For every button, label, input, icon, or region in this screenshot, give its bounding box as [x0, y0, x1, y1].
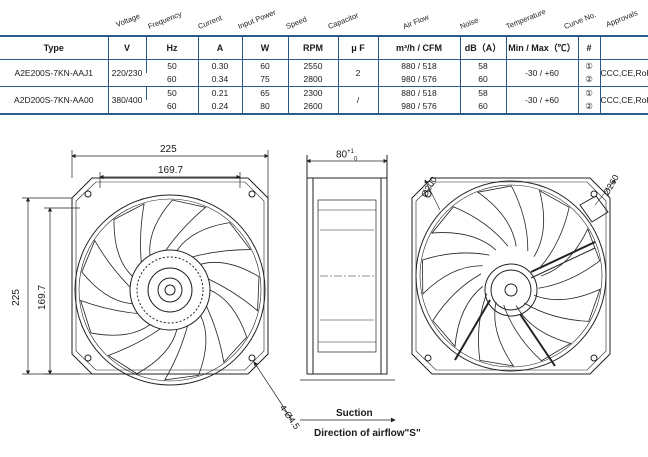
model-approvals: CCC,CE,RoHS: [599, 86, 648, 115]
cell-w: 80: [241, 100, 288, 115]
cell-rpm: 2800: [287, 73, 338, 87]
cell-db: 58: [459, 86, 506, 100]
unit-current: A: [197, 35, 242, 60]
spec-table: Type V Hz A W RPM μ F m³/h / CFM dB（A） M…: [0, 35, 648, 115]
dim-depth-value: 80: [336, 149, 348, 161]
fan-blade: [81, 239, 133, 305]
unit-temperature: Min / Max（℃）: [505, 35, 578, 60]
airflow-direction-label: Direction of airflow"S": [314, 428, 421, 439]
unit-voltage: V: [107, 35, 146, 60]
dim-depth-tol2: 0: [353, 156, 358, 163]
cell-db: 60: [459, 100, 506, 115]
model-approvals: CCC,CE,RoHS: [599, 59, 648, 87]
fan-blade: [164, 315, 207, 381]
cell-curve: ②: [577, 100, 600, 115]
cell-hz: 50: [145, 59, 198, 73]
fan-blade: [149, 199, 207, 256]
fan-blade: [503, 304, 572, 362]
dim-depth: 80+10: [336, 149, 357, 162]
model-temperature: -30 / +60: [505, 59, 578, 87]
cell-hz: 60: [146, 73, 198, 87]
cell-curve: ①: [577, 59, 600, 73]
model-voltage: 220/230: [107, 59, 146, 87]
unit-noise: dB（A）: [459, 35, 506, 60]
suction-label: Suction: [336, 408, 373, 419]
cell-w: 60: [241, 59, 288, 73]
unit-airflow: m³/h / CFM: [377, 35, 460, 60]
cell-a: 0.34: [197, 73, 242, 87]
fan-blade: [200, 261, 260, 312]
fan-blade: [478, 293, 515, 367]
cell-curve: ②: [577, 73, 600, 87]
front-view: [71, 177, 269, 386]
dim-width: 225: [160, 144, 177, 155]
dim-height: 225: [10, 289, 22, 306]
fan-blade: [432, 273, 484, 348]
cell-air: 980 / 576: [377, 100, 460, 115]
unit-curve: #: [577, 35, 600, 60]
model-capacitor: 2: [337, 59, 378, 87]
dim-inner-width: 169.7: [158, 165, 184, 176]
unit-power: W: [241, 35, 288, 60]
unit-speed: RPM: [287, 35, 338, 60]
side-view: [300, 155, 396, 423]
cell-a: 0.24: [197, 100, 242, 115]
table-row: 60 0.24 80 2600 980 / 576 60 ②: [0, 100, 648, 115]
cell-air: 880 / 518: [377, 86, 460, 100]
cell-a: 0.30: [197, 59, 242, 73]
model-temperature: -30 / +60: [505, 86, 578, 115]
dim-depth-tol: +1: [347, 149, 354, 155]
table-row: 60 0.34 75 2800 980 / 576 60 ②: [0, 73, 648, 87]
fan-blade: [79, 299, 151, 336]
unit-approvals: [599, 35, 648, 60]
model-voltage: 380/400: [107, 86, 146, 115]
cell-db: 60: [459, 73, 506, 87]
cell-rpm: 2300: [287, 86, 338, 100]
fan-blade: [476, 185, 529, 252]
model-type: A2D200S-7KN-AA00: [0, 86, 108, 115]
fan-blade: [430, 206, 509, 251]
unit-type: Type: [0, 35, 108, 60]
fan-blade: [176, 222, 252, 258]
rear-view: [411, 177, 616, 375]
unit-frequency: Hz: [145, 35, 198, 60]
cell-rpm: 2600: [287, 100, 338, 115]
cell-w: 75: [241, 73, 288, 87]
fan-blade: [523, 288, 601, 322]
cell-air: 880 / 518: [377, 59, 460, 73]
dim-inner-height: 169.7: [37, 284, 49, 311]
unit-capacitor: μ F: [337, 35, 378, 60]
units-row: Type V Hz A W RPM μ F m³/h / CFM dB（A） M…: [0, 35, 648, 60]
cell-db: 58: [459, 59, 506, 73]
fan-blade: [538, 227, 601, 289]
cell-curve: ①: [577, 86, 600, 100]
fan-blade: [107, 328, 178, 375]
cell-a: 0.21: [197, 86, 242, 100]
cell-hz: 50: [145, 86, 198, 100]
fan-blade: [422, 252, 490, 295]
model-capacitor: /: [337, 86, 378, 115]
fan-blade: [533, 189, 570, 269]
cell-rpm: 2550: [287, 59, 338, 73]
fan-blade: [206, 289, 248, 364]
model-type: A2E200S-7KN-AAJ1: [0, 59, 108, 87]
cell-air: 980 / 576: [377, 73, 460, 87]
fan-blade: [113, 203, 145, 277]
table-row: A2E200S-7KN-AAJ1 220/230 50 0.30 60 2550…: [0, 59, 648, 87]
cell-hz: 60: [146, 100, 198, 115]
table-row: A2D200S-7KN-AA00 380/400 50 0.21 65 2300…: [0, 86, 648, 115]
cell-w: 65: [241, 86, 288, 100]
front-dimensions: [22, 150, 293, 421]
